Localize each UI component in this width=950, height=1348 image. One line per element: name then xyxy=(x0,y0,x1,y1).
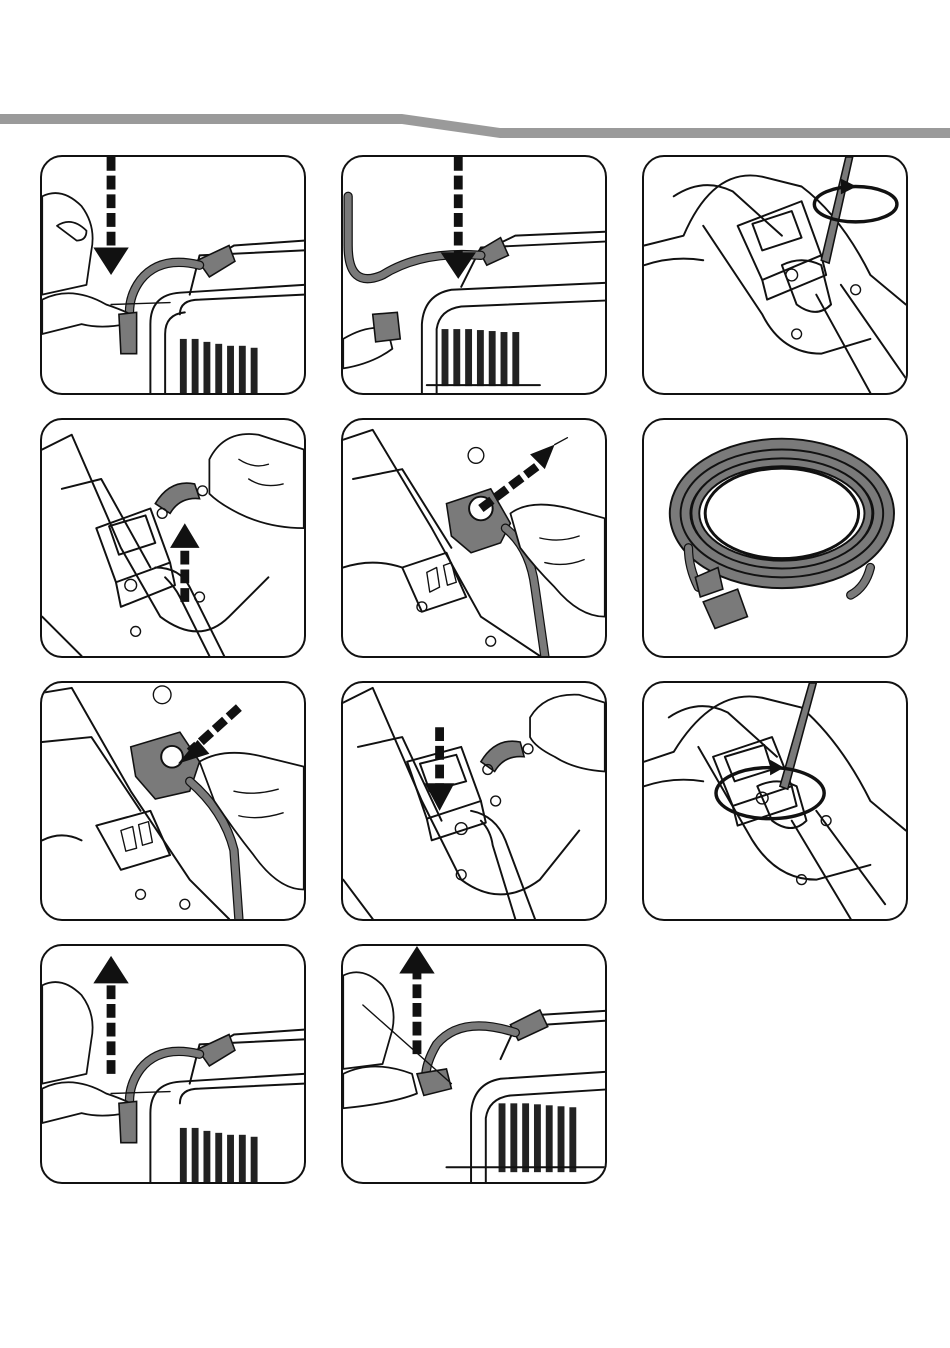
plug-remove-arrow-up-icon xyxy=(42,946,304,1182)
vent-grille xyxy=(499,1103,577,1172)
step-panel-11 xyxy=(341,944,607,1184)
step-panel-5 xyxy=(341,418,607,658)
plug-remove-side-view-icon xyxy=(343,946,605,1182)
header-band xyxy=(0,0,950,150)
cover-remove-arrow-icon xyxy=(343,420,605,656)
step-panel-3 xyxy=(642,155,908,395)
plug-insert-side-view-icon xyxy=(343,157,605,393)
screwdriver-rotate-tighten-icon xyxy=(644,683,906,919)
step-panel-2 xyxy=(341,155,607,395)
coiled-cable xyxy=(676,445,888,583)
clamp-insert-arrow-down-icon xyxy=(343,683,605,919)
vent-grille xyxy=(442,329,520,386)
vent-grille xyxy=(180,339,258,393)
step-panel-9 xyxy=(642,681,908,921)
cover-insert-arrow-icon xyxy=(42,683,304,919)
step-panel-6 xyxy=(642,418,908,658)
step-panel-10 xyxy=(40,944,306,1184)
step-panel-7 xyxy=(40,681,306,921)
screwdriver-rotate-loosen-icon xyxy=(644,157,906,393)
step-panel-8 xyxy=(341,681,607,921)
clamp-lift-arrow-up-icon xyxy=(42,420,304,656)
coiled-cable-icon xyxy=(644,420,906,656)
step-panel-1 xyxy=(40,155,306,395)
step-panel-4 xyxy=(40,418,306,658)
plug-insert-arrow-down-icon xyxy=(42,157,304,393)
vent-grille xyxy=(180,1128,258,1182)
